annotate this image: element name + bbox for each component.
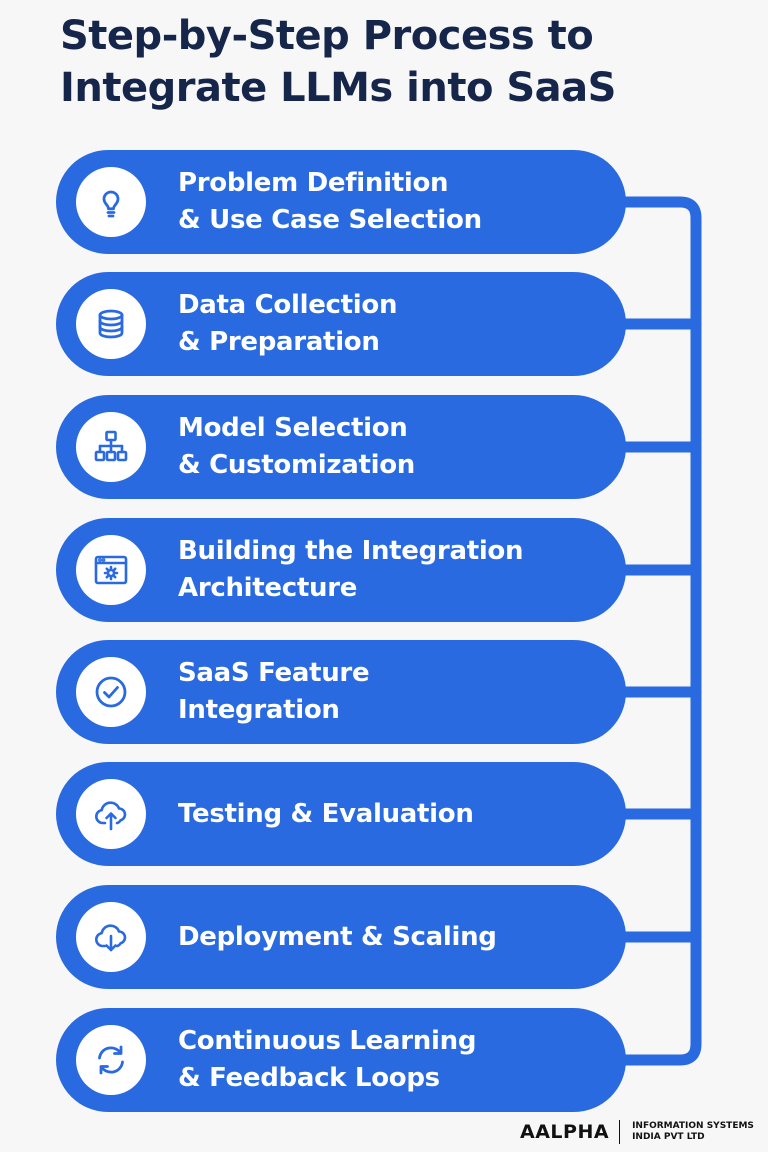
step-label-line-1: Building the Integration: [178, 536, 524, 566]
step-label-line-2: & Preparation: [178, 327, 380, 357]
step-icon-badge: [76, 167, 146, 237]
step-label-line-2: & Use Case Selection: [178, 205, 482, 235]
step-icon-badge: [76, 289, 146, 359]
step-label: Model Selection & Customization: [178, 395, 608, 499]
database-icon: [98, 309, 124, 339]
company-line-1: INFORMATION SYSTEMS: [632, 1121, 754, 1131]
brand-name: AALPHA: [520, 1121, 610, 1143]
lightbulb-icon: [102, 190, 120, 218]
refresh-cycle-icon: [98, 1045, 124, 1075]
step-icon-badge: [76, 657, 146, 727]
step-problem-definition: Problem Definition & Use Case Selection: [56, 150, 626, 254]
step-data-collection: Data Collection & Preparation: [56, 272, 626, 376]
hierarchy-icon: [94, 430, 128, 462]
step-label-line-1: Testing & Evaluation: [178, 798, 474, 829]
step-icon-badge: [76, 779, 146, 849]
step-testing-evaluation: Testing & Evaluation: [56, 762, 626, 866]
step-label-line-2: & Feedback Loops: [178, 1063, 440, 1093]
step-saas-feature-integration: SaaS Feature Integration: [56, 640, 626, 744]
step-label-line-1: SaaS Feature: [178, 658, 370, 688]
connector-line: [600, 196, 702, 1066]
step-label-line-2: Architecture: [178, 573, 358, 603]
title-line-2: Integrate LLMs into SaaS: [60, 65, 616, 111]
step-label: Testing & Evaluation: [178, 762, 608, 866]
step-label-line-1: Model Selection: [178, 413, 408, 443]
footer-divider: [619, 1120, 621, 1144]
page-title: Step-by-Step Process to Integrate LLMs i…: [60, 10, 740, 114]
company-name: INFORMATION SYSTEMS INDIA PVT LTD: [632, 1121, 754, 1143]
step-label: Data Collection & Preparation: [178, 272, 608, 376]
step-continuous-learning: Continuous Learning & Feedback Loops: [56, 1008, 626, 1112]
step-label-line-1: Data Collection: [178, 290, 398, 320]
company-line-2: INDIA PVT LTD: [632, 1132, 705, 1142]
step-icon-badge: [76, 412, 146, 482]
step-label-line-2: & Customization: [178, 450, 415, 480]
step-deployment-scaling: Deployment & Scaling: [56, 885, 626, 989]
browser-gear-icon: [94, 555, 128, 585]
footer-logo: AALPHA INFORMATION SYSTEMS INDIA PVT LTD: [520, 1120, 754, 1144]
step-label-line-2: Integration: [178, 695, 340, 725]
step-label-line-1: Continuous Learning: [178, 1026, 477, 1056]
step-icon-badge: [76, 1025, 146, 1095]
step-label-line-1: Deployment & Scaling: [178, 921, 497, 952]
cloud-download-icon: [95, 924, 127, 952]
step-label: Building the Integration Architecture: [178, 518, 608, 622]
step-label: Deployment & Scaling: [178, 885, 608, 989]
check-circle-icon: [95, 676, 127, 708]
step-icon-badge: [76, 535, 146, 605]
step-label: Problem Definition & Use Case Selection: [178, 150, 608, 254]
step-integration-architecture: Building the Integration Architecture: [56, 518, 626, 622]
step-icon-badge: [76, 902, 146, 972]
title-line-1: Step-by-Step Process to: [60, 13, 594, 59]
step-model-selection: Model Selection & Customization: [56, 395, 626, 499]
step-label: SaaS Feature Integration: [178, 640, 608, 744]
cloud-upload-icon: [95, 801, 127, 831]
step-label: Continuous Learning & Feedback Loops: [178, 1008, 608, 1112]
step-label-line-1: Problem Definition: [178, 168, 449, 198]
